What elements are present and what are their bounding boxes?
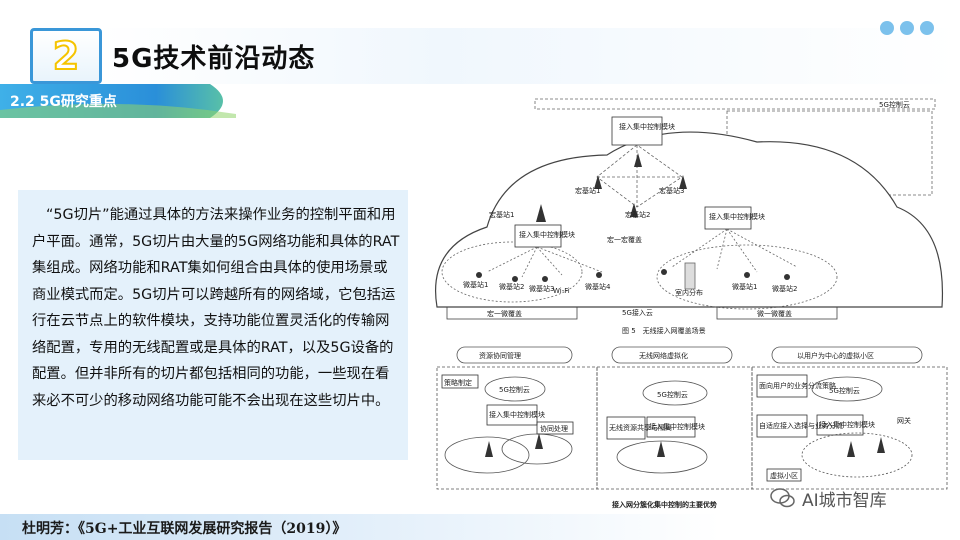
label-right-module: 接入集中控制模块 [709,212,765,221]
section-number-box: 2 [30,28,102,84]
label-bottom-caption: 接入网分簇化集中控制的主要优势 [612,500,717,509]
label-macro-micro: 宏一微覆盖 [487,309,522,318]
panel-title-1: 资源协同管理 [479,351,521,360]
title-bar [96,28,960,84]
label-p3-gateway: 网关 [897,416,911,425]
label-macro-1: 宏基站1 [575,186,600,195]
nav-dot-3[interactable] [920,21,934,35]
label-wifi: Wi-Fi [553,287,570,295]
label-center-module: 接入集中控制模块 [619,122,675,131]
section-heading: 2.2 5G研究重点 [10,94,117,110]
label-micro-4: 微基站4 [585,282,611,291]
label-p1-module: 接入集中控制模块 [489,410,545,419]
section-number: 2 [52,33,80,79]
label-left-module: 接入集中控制模块 [519,230,575,239]
label-micro-micro: 微一微覆盖 [757,309,792,318]
label-p1-cloud: 5G控制云 [499,385,530,394]
label-micro-2: 微基站2 [499,282,524,291]
label-micro-1: 微基站1 [463,280,488,289]
advantage-panels [436,346,948,490]
coverage-scene [435,98,944,320]
nav-dot-1[interactable] [880,21,894,35]
label-p2-cloud: 5G控制云 [657,390,688,399]
label-p3-cloud: 5G控制云 [829,386,860,395]
label-macro-macro: 宏一宏覆盖 [607,235,642,244]
label-p2-share: 无线资源共享与隔离 [609,423,672,432]
network-figure: 5G控制云 接入集中控制模块 宏基站1 宏基站2 宏基站3 宏基站1 接入集中控… [435,98,948,509]
label-macro-2: 宏基站2 [625,210,650,219]
page-title: 5G技术前沿动态 [112,44,316,74]
label-p3-vcell: 虚拟小区 [770,471,798,480]
footer-bar [0,514,960,540]
tower-icons [476,153,790,282]
label-indoor: 室内分布 [675,288,703,297]
label-micro-r1: 微基站1 [732,282,757,291]
watermark-text: AI城市智库 [802,490,887,511]
label-fig5-caption: 图 5 无线接入网覆盖场景 [622,326,706,335]
label-strategy: 策略制定 [444,378,472,387]
body-paragraph: “5G切片”能通过具体的方法来操作业务的控制平面和用户平面。通常，5G切片由大量… [32,207,400,409]
label-access-cloud: 5G接入云 [622,308,653,317]
label-micro-3: 微基站3 [529,284,554,293]
label-p3-adapt: 自适应接入选择与业务分流 [759,421,843,430]
watermark: AI城市智库 [770,486,887,511]
panel-title-3: 以用户为中心的虚拟小区 [797,351,874,360]
label-macro-3: 宏基站3 [659,186,684,195]
label-p3-module: 接入集中控制模块 [819,420,875,429]
label-control-cloud: 5G控制云 [879,100,910,109]
label-p1-coord: 协同处理 [540,424,568,433]
section-ribbon [0,84,236,118]
label-p2-module: 接入集中控制模块 [649,422,705,431]
label-p3-policy: 面向用户的业务分流策略 [759,381,836,390]
wechat-icon [770,488,795,508]
nav-dot-2[interactable] [900,21,914,35]
label-left-macro: 宏基站1 [489,210,514,219]
text-card [18,190,408,460]
footer-citation: 杜明芳：《5G+工业互联网发展研究报告（2019）》 [22,521,347,537]
label-micro-r2: 微基站2 [772,284,797,293]
panel-title-2: 无线网络虚拟化 [639,351,688,360]
